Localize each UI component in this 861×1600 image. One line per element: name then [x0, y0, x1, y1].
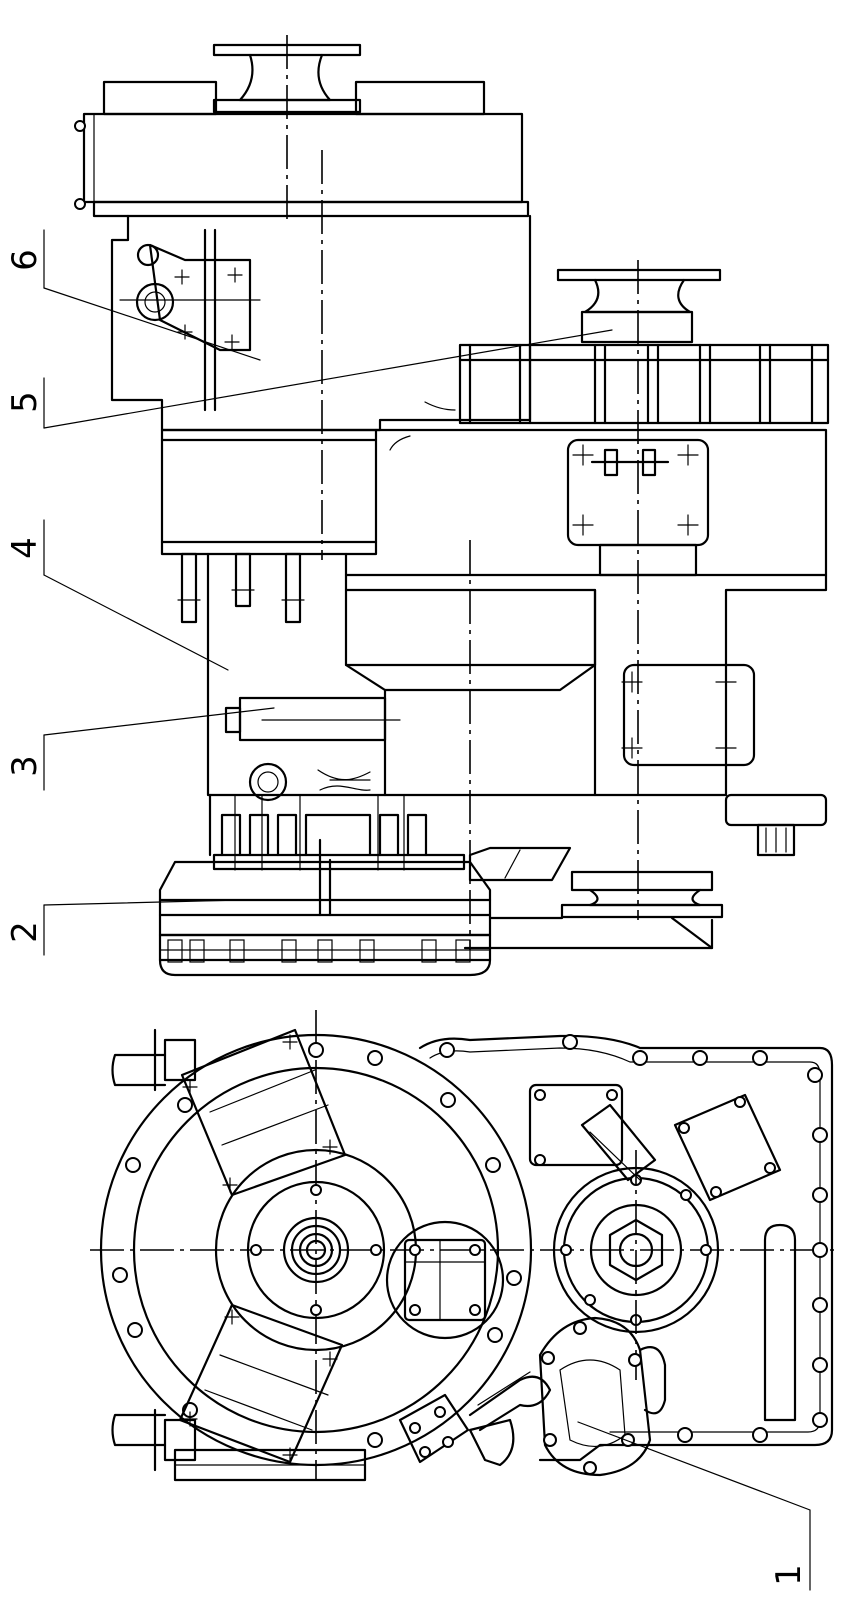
bottom-right-flange: [463, 846, 724, 950]
edge-bolts: [439, 1034, 828, 1443]
hose-fitting: [248, 762, 371, 802]
callout-1: 1: [769, 1564, 809, 1586]
upper-right-covers: [528, 1083, 782, 1202]
leader-lines-side: [43, 229, 613, 956]
lower-fins: [208, 793, 466, 871]
callout-3: 3: [5, 755, 45, 777]
lower-pad: [178, 1303, 344, 1464]
callout-5: 5: [5, 391, 45, 413]
top-cover: [74, 80, 530, 218]
side-view: 6 5 4 3 2: [5, 35, 830, 977]
disc-bolts: [112, 1042, 522, 1448]
right-hub: [552, 1150, 720, 1380]
solenoid: [224, 696, 401, 742]
leader-line-1: [577, 1421, 811, 1591]
top-output-flange: [212, 35, 362, 225]
front-view: 1: [90, 1010, 840, 1591]
bottom-pump: [158, 838, 492, 977]
right-output-flange: [556, 260, 722, 920]
pipe-valve: [398, 1371, 552, 1467]
right-slot: [763, 1223, 797, 1422]
right-housing-outline: [418, 1034, 834, 1462]
callout-6: 6: [5, 249, 45, 271]
sensor-bracket: [119, 228, 261, 412]
middle-housing: [160, 428, 828, 577]
lower-housing: [206, 540, 828, 950]
round-cover: [385, 1220, 505, 1340]
callout-4: 4: [5, 537, 45, 559]
studs: [177, 552, 305, 624]
upper-housing: [110, 150, 532, 560]
mount-ears: [111, 1028, 367, 1482]
callout-2: 2: [5, 921, 45, 943]
pump-body: [538, 1316, 667, 1477]
ribbed-housing: [424, 343, 830, 425]
